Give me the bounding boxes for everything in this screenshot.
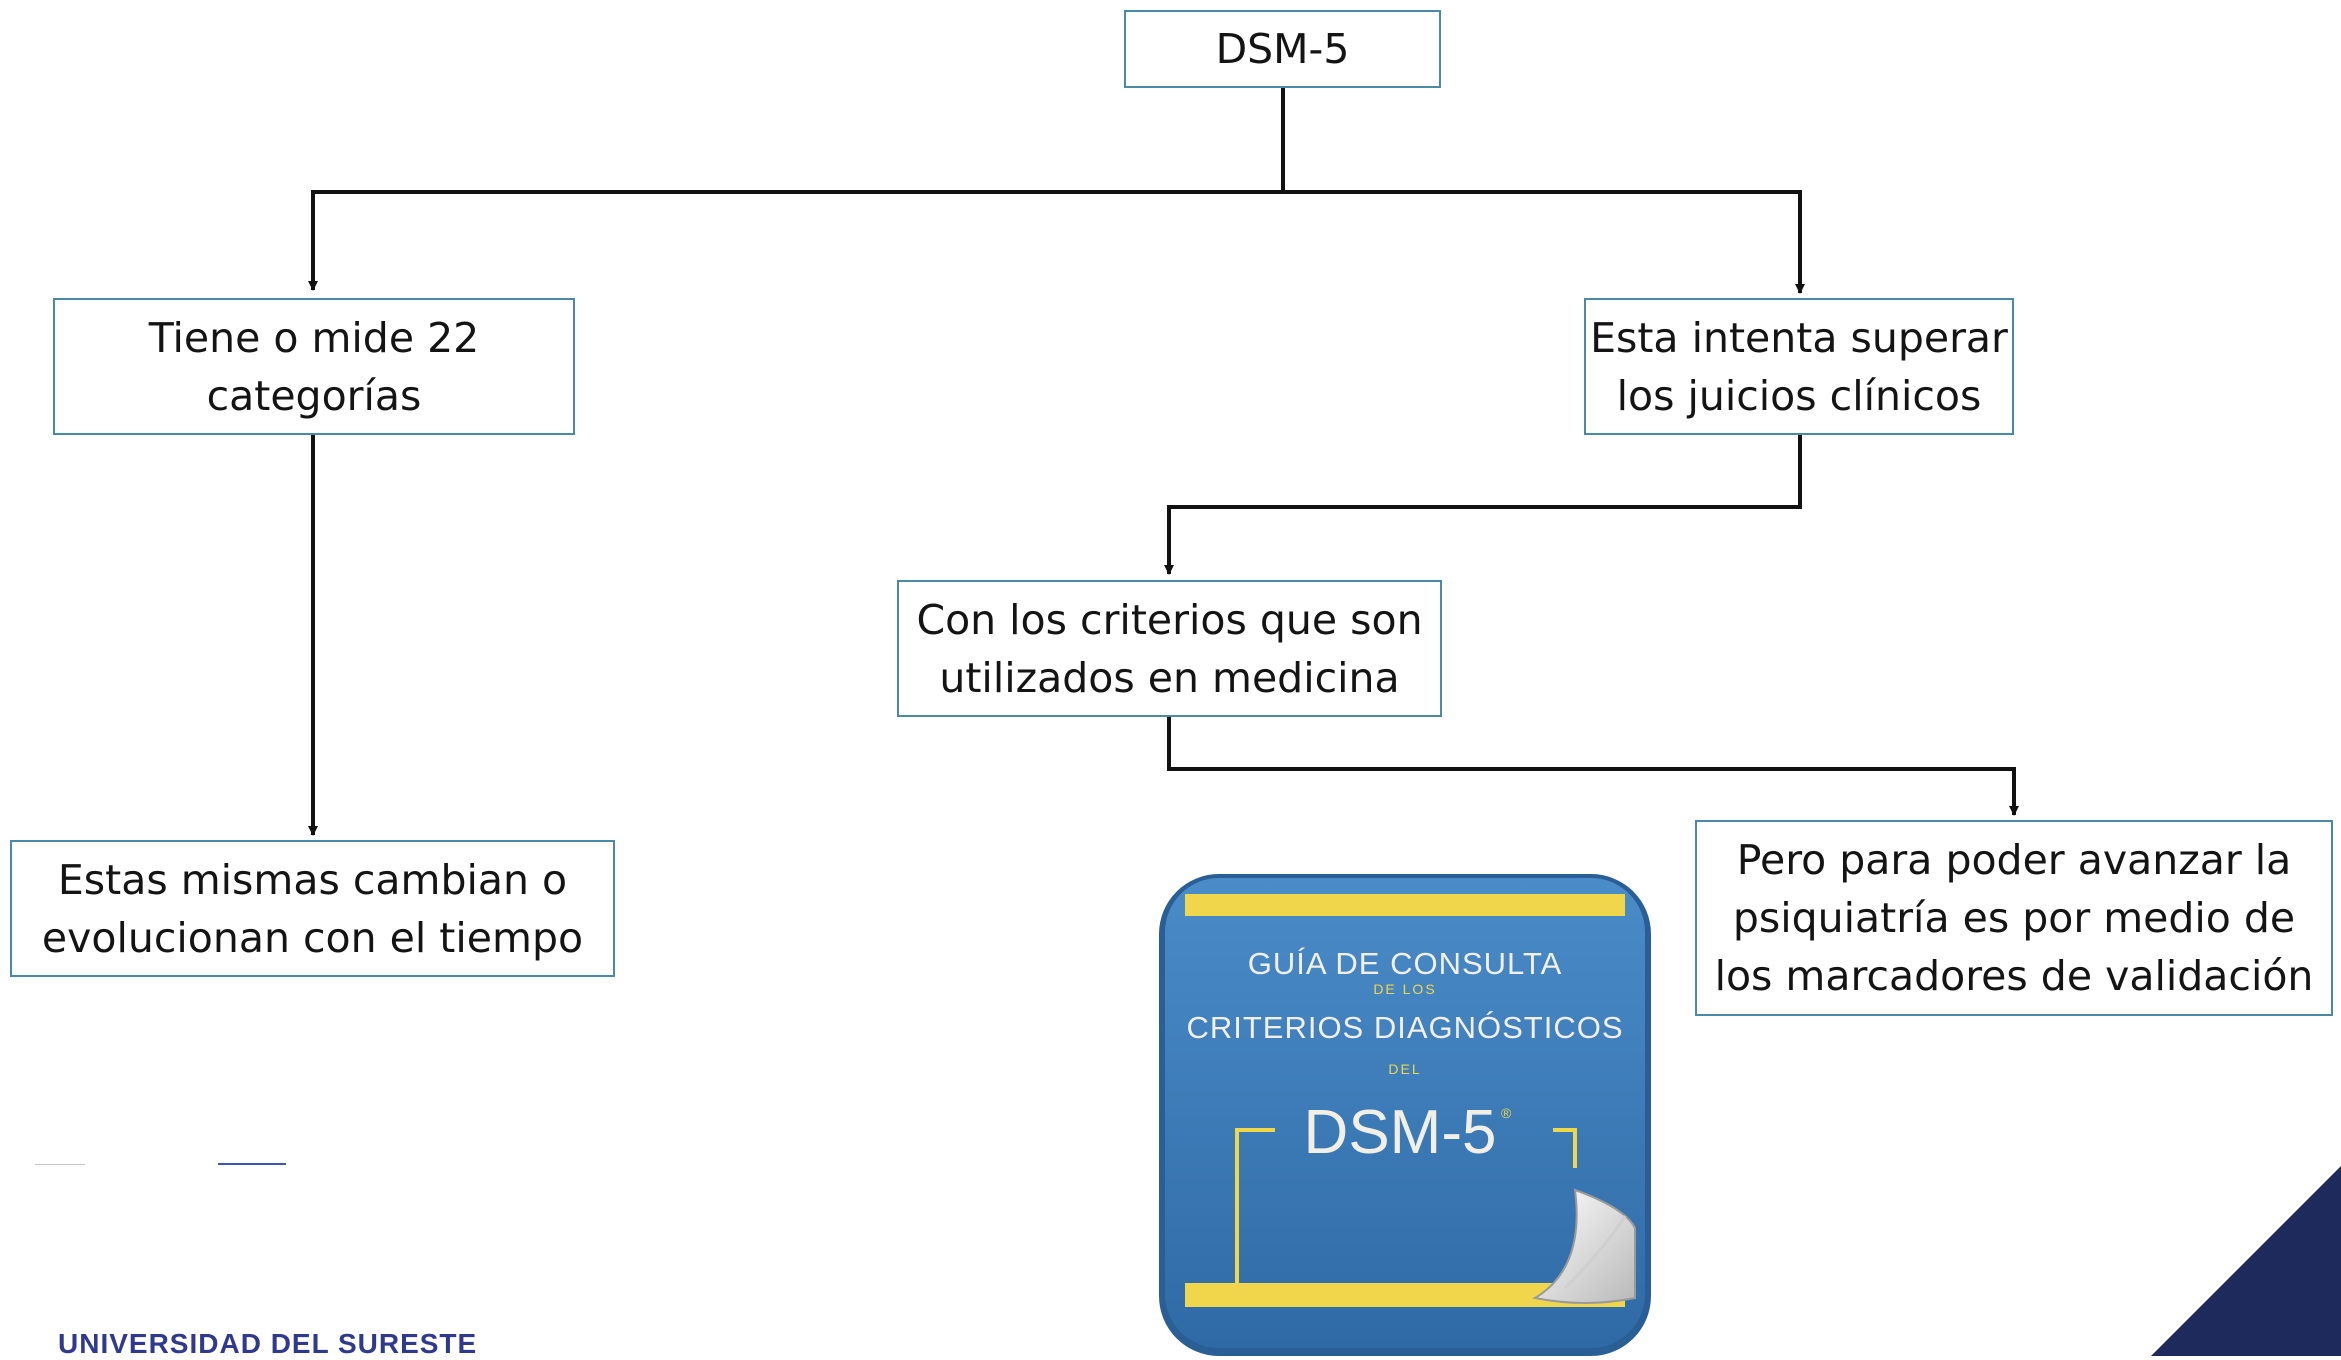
book-registered-mark: ® [1501, 1105, 1513, 1121]
node-juicios-line-2: los juicios clínicos [1616, 371, 1982, 420]
node-marcadores: Pero para poder avanzar la psiquiatría e… [1695, 820, 2333, 1016]
book-top-band [1185, 894, 1625, 916]
book-line-3: CRITERIOS DIAGNÓSTICOS [1186, 1010, 1623, 1045]
connector-root-to-categorias [308, 190, 1283, 291]
book-title: DSM-5 [1304, 1098, 1497, 1167]
connector-root-to-juicios [1283, 190, 1805, 294]
decorative-line [218, 1163, 286, 1165]
node-evolucionan-line-1: Estas mismas cambian o [57, 855, 568, 904]
book-line-1: GUÍA DE CONSULTA [1248, 946, 1563, 981]
node-juicios-line-1: Esta intenta superar [1590, 313, 2008, 362]
book-line-2: DE LOS [1373, 981, 1436, 997]
node-dsm5: DSM-5 [1124, 10, 1441, 88]
node-criterios: Con los criterios que son utilizados en … [897, 580, 1442, 717]
dsm5-book-icon: GUÍA DE CONSULTA DE LOS CRITERIOS DIAGNÓ… [1159, 874, 1651, 1356]
book-line-4: DEL [1388, 1061, 1421, 1077]
node-categorias: Tiene o mide 22 categorías [53, 298, 575, 435]
node-juicios: Esta intenta superar los juicios clínico… [1584, 298, 2014, 435]
node-categorias-line-2: categorías [206, 371, 422, 420]
node-evolucionan: Estas mismas cambian o evolucionan con e… [10, 840, 615, 977]
node-evolucionan-line-2: evolucionan con el tiempo [41, 913, 584, 962]
node-marcadores-line-3: los marcadores de validación [1714, 952, 2314, 1000]
node-dsm5-label: DSM-5 [1215, 25, 1350, 73]
corner-decoration [2151, 1166, 2341, 1356]
node-criterios-line-1: Con los criterios que son [916, 595, 1423, 644]
node-criterios-line-2: utilizados en medicina [939, 653, 1400, 702]
connector-juicios-to-criterios [1164, 435, 1802, 575]
node-marcadores-line-1: Pero para poder avanzar la [1736, 836, 2292, 884]
decorative-line [35, 1164, 85, 1165]
connector-criterios-to-marcadores [1167, 717, 2019, 816]
node-marcadores-line-2: psiquiatría es por medio de [1732, 894, 2296, 942]
university-logo-text: UNIVERSIDAD DEL SURESTE [58, 1328, 478, 1359]
node-categorias-line-1: Tiene o mide 22 [148, 313, 480, 362]
